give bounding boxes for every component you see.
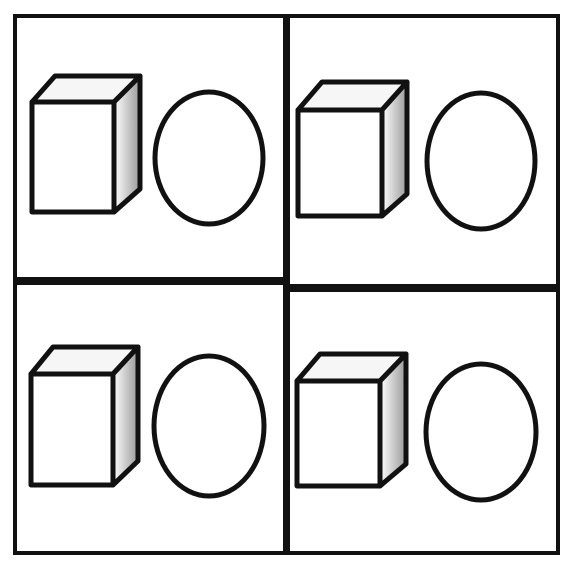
- oval-icon: [152, 89, 266, 227]
- cube-icon: [294, 351, 409, 489]
- cube-icon: [28, 344, 141, 488]
- panel-bottom-right: [286, 288, 560, 555]
- panel-bottom-left: [13, 281, 287, 555]
- oval-icon: [423, 361, 539, 503]
- oval-icon: [424, 90, 538, 232]
- cube-icon: [29, 73, 143, 215]
- cube-icon: [295, 79, 410, 219]
- panel-top-right: [286, 14, 560, 288]
- panel-top-left: [13, 14, 287, 281]
- oval-icon: [151, 353, 267, 499]
